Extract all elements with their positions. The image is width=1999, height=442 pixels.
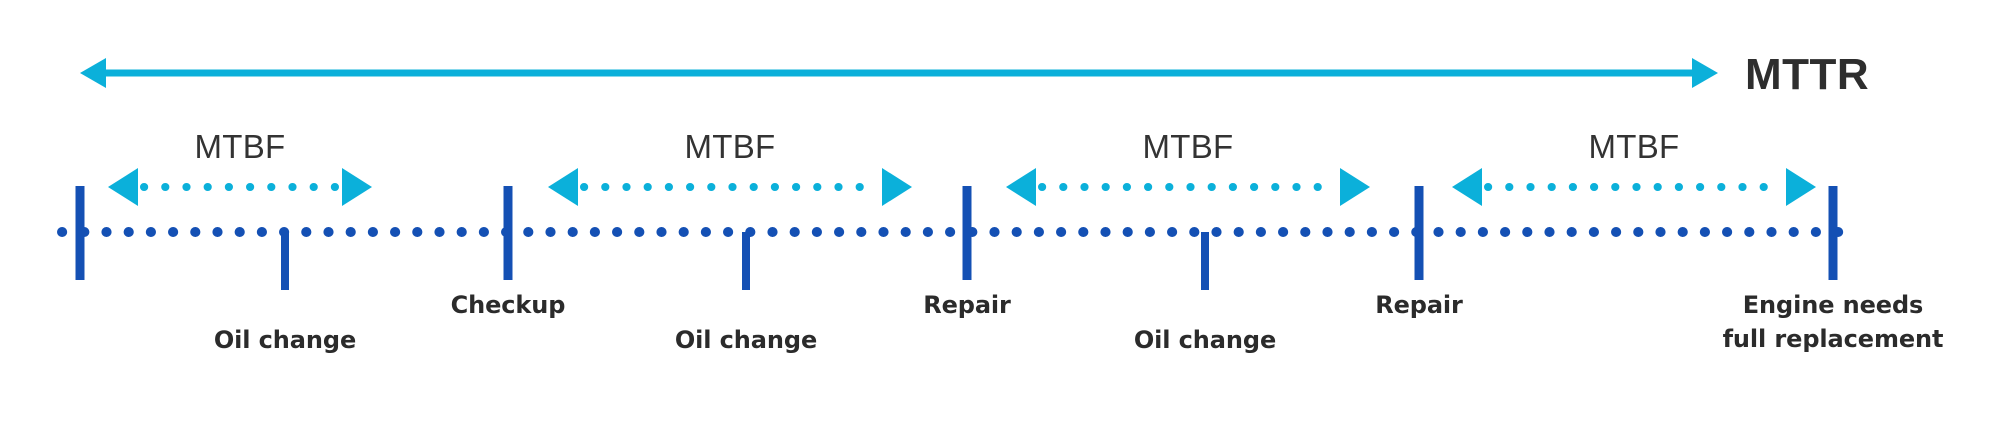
event-label-line: full replacement [1723, 325, 1944, 353]
event-marker: Repair [1375, 232, 1463, 319]
event-label-line: Oil change [1134, 326, 1276, 354]
event-marker: Oil change [675, 232, 817, 354]
event-label-line: Checkup [451, 291, 566, 319]
mtbf-interval-2: MTBF [548, 128, 912, 206]
event-label-line: Oil change [675, 326, 817, 354]
mtbf-label: MTBF [1588, 128, 1679, 165]
event-marker: Checkup [451, 232, 566, 319]
event-label-line: Repair [923, 291, 1011, 319]
mtbf-arrow-left-icon [1006, 168, 1036, 206]
mttr-span-group: MTTR [80, 50, 1869, 99]
mtbf-arrow-right-icon [882, 168, 912, 206]
event-label: Engine needs full replacement [1723, 291, 1944, 353]
event-label-line: Repair [1375, 291, 1463, 319]
mtbf-arrow-left-icon [108, 168, 138, 206]
event-marker: Engine needs full replacement [1723, 232, 1944, 353]
mttr-arrow-left-icon [80, 58, 106, 88]
mttr-arrow-right-icon [1692, 58, 1718, 88]
mtbf-intervals-group: MTBF MTBF MTBF MTBF [108, 128, 1816, 206]
event-marker: Oil change [1134, 232, 1276, 354]
event-label: Checkup [451, 291, 566, 319]
event-label: Oil change [1134, 326, 1276, 354]
mtbf-arrow-right-icon [1786, 168, 1816, 206]
event-label-line: Engine needs [1743, 291, 1924, 319]
mtbf-arrow-right-icon [1340, 168, 1370, 206]
mtbf-label: MTBF [194, 128, 285, 165]
mtbf-interval-1: MTBF [108, 128, 372, 206]
mtbf-interval-3: MTBF [1006, 128, 1370, 206]
event-label: Oil change [675, 326, 817, 354]
event-label: Repair [1375, 291, 1463, 319]
event-marker: Oil change [214, 232, 356, 354]
event-label: Repair [923, 291, 1011, 319]
mtbf-label: MTBF [684, 128, 775, 165]
mttr-label: MTTR [1745, 50, 1869, 99]
mtbf-label: MTBF [1142, 128, 1233, 165]
mtbf-arrow-left-icon [548, 168, 578, 206]
mtbf-arrow-left-icon [1452, 168, 1482, 206]
mtbf-interval-4: MTBF [1452, 128, 1816, 206]
mtbf-arrow-right-icon [342, 168, 372, 206]
event-label: Oil change [214, 326, 356, 354]
event-marker: Repair [923, 232, 1011, 319]
event-label-line: Oil change [214, 326, 356, 354]
